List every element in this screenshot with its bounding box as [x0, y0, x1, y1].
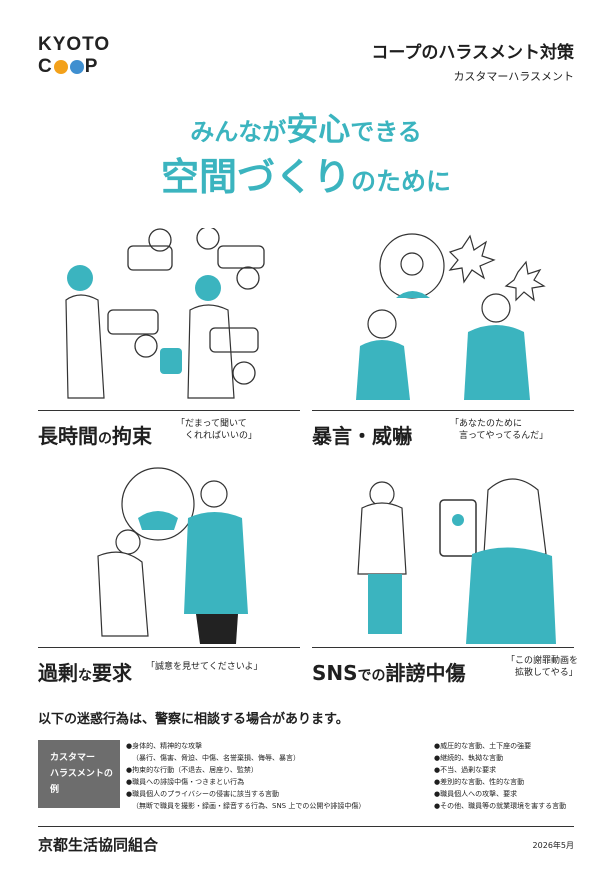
footer-divider — [38, 826, 574, 827]
list-item: ●差別的な言動、性的な言動 — [434, 778, 525, 786]
list-item: ●不当、過剰な要求 — [434, 766, 497, 774]
panel3-quote: 「誠意を見せてくださいよ」 — [146, 662, 263, 672]
list-item: ●拘束的な行動（不退去、居座り、監禁） — [126, 766, 258, 774]
illustration-abusive-language — [356, 233, 546, 400]
list-item: ●職員個人のプライバシーの侵害に該当する言動 — [126, 790, 279, 798]
organization-name: 京都生活協同組合 — [38, 836, 159, 854]
list-item: ●職員への誹謗中傷・つきまとい行為 — [126, 778, 245, 786]
header-subtitle: カスタマーハラスメント — [453, 70, 574, 83]
examples-list-left: ●身体的、精神的な攻撃 （暴行、傷害、脅迫、中傷、名誉棄損、侮辱、暴言） ●拘束… — [126, 740, 365, 812]
illustration-sns-defamation — [357, 478, 556, 644]
logo-line2: C P — [38, 56, 99, 77]
list-item: ●威圧的な言動、土下座の強要 — [434, 742, 532, 750]
panel1-quote: 「だまって聞いて くれればいいの」 — [176, 419, 258, 441]
panel3-divider — [38, 647, 300, 648]
list-item: ●継続的、執拗な言動 — [434, 754, 504, 762]
panel4-divider — [312, 647, 574, 648]
list-item: ●身体的、精神的な攻撃 — [126, 742, 203, 750]
panel1-divider — [38, 410, 300, 411]
list-item: ●その他、職員等の就業環境を害する言動 — [434, 802, 567, 810]
issue-date: 2026年5月 — [532, 841, 574, 850]
panel1-title: 長時間の拘束 — [38, 424, 152, 448]
headline-line1: みんなが安心できる — [190, 110, 422, 148]
illustration-long-detention — [65, 228, 265, 399]
illustration-excessive-demands — [97, 467, 248, 644]
logo-line1: KYOTO — [38, 34, 111, 55]
header-title: コープのハラスメント対策 — [371, 43, 574, 63]
police-notice: 以下の迷惑行為は、警察に相談する場合があります。 — [38, 712, 349, 727]
logo-dot-orange — [53, 60, 68, 74]
panel2-divider — [312, 410, 574, 411]
list-item: （無断で職員を撮影・録画・録音する行為、SNS 上での公開や誹謗中傷） — [132, 802, 366, 810]
examples-label: カスタマー ハラスメントの例 — [38, 740, 120, 808]
logo-dot-blue — [69, 60, 84, 74]
list-item: ●職員個人への攻撃、要求 — [434, 790, 518, 798]
panel4-title: SNSでの誹謗中傷 — [312, 661, 466, 685]
examples-list-right: ●威圧的な言動、土下座の強要 ●継続的、執拗な言動 ●不当、過剰な要求 ●差別的… — [434, 740, 566, 812]
panel4-quote: 「この謝罪動画を 拡散してやる」 — [506, 656, 579, 678]
headline-line2: 空間づくりのために — [160, 155, 452, 199]
panel2-title: 暴言・威嚇 — [312, 424, 412, 448]
kyoto-coop-logo: KYOTO C P — [38, 34, 138, 84]
panel3-title: 過剰な要求 — [38, 661, 132, 685]
list-item: （暴行、傷害、脅迫、中傷、名誉棄損、侮辱、暴言） — [132, 754, 300, 762]
panel2-quote: 「あなたのために 言ってやってるんだ」 — [450, 419, 549, 441]
